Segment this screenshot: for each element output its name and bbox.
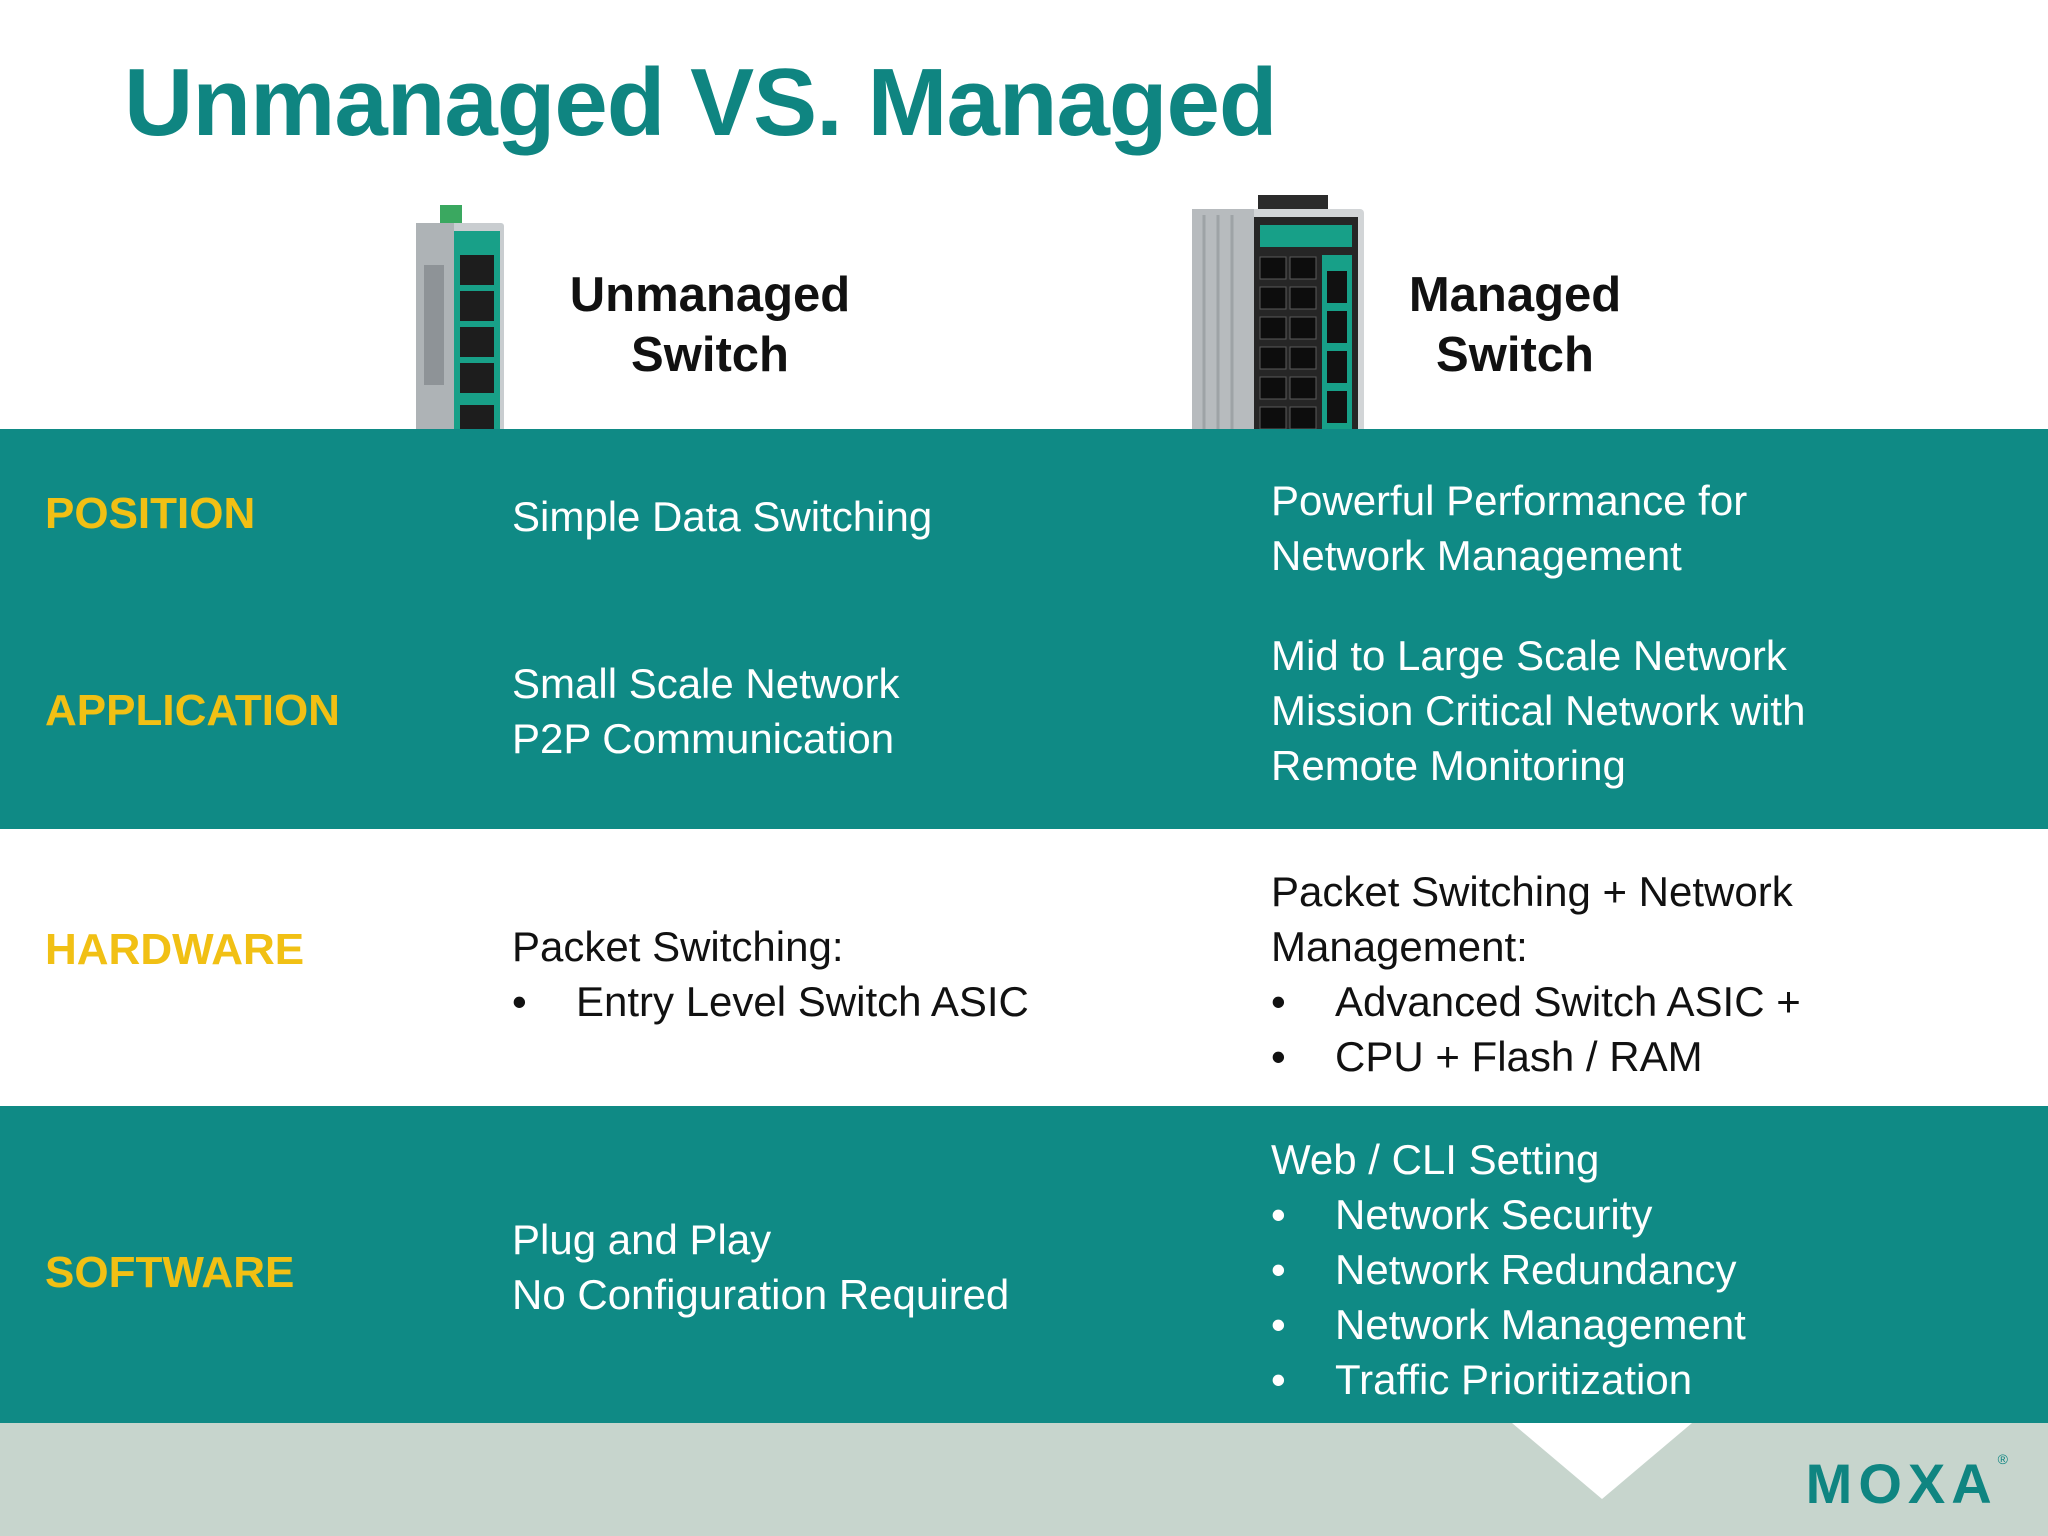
- software-managed-cell: Web / CLI Setting Network Security Netwo…: [1271, 1132, 1746, 1407]
- software-managed-bullet: Network Security: [1271, 1187, 1746, 1242]
- column-header-unmanaged: Unmanaged Switch: [555, 266, 865, 386]
- footer-bar: MOXA®: [0, 1423, 2048, 1536]
- row-label-software: SOFTWARE: [45, 1248, 295, 1297]
- row-label-position: POSITION: [45, 489, 256, 538]
- position-managed-cell: Powerful Performance for Network Managem…: [1271, 473, 1747, 583]
- application-managed-line: Mid to Large Scale Network: [1271, 632, 1787, 679]
- managed-switch-image: [1192, 195, 1364, 441]
- moxa-logo-text: MOXA: [1805, 1452, 1998, 1515]
- hardware-managed-intro: Packet Switching + Network: [1271, 868, 1793, 915]
- column-header-managed-line2: Switch: [1436, 327, 1594, 382]
- application-unmanaged-cell: Small Scale Network P2P Communication: [512, 656, 899, 766]
- page-title: Unmanaged VS. Managed: [124, 49, 1278, 156]
- hardware-managed-bullet: Advanced Switch ASIC +: [1271, 974, 1801, 1029]
- application-managed-line: Remote Monitoring: [1271, 742, 1626, 789]
- column-header-unmanaged-line1: Unmanaged: [569, 268, 851, 322]
- position-unmanaged-line: Simple Data Switching: [512, 493, 933, 540]
- software-managed-bullet: Traffic Prioritization: [1271, 1352, 1746, 1407]
- software-managed-bullet: Network Redundancy: [1271, 1242, 1746, 1297]
- column-header-unmanaged-line2: Switch: [631, 327, 789, 382]
- position-unmanaged-cell: Simple Data Switching: [512, 489, 932, 544]
- position-managed-line: Network Management: [1271, 532, 1682, 579]
- hardware-unmanaged-bullet: Entry Level Switch ASIC: [512, 974, 1029, 1029]
- position-managed-line: Powerful Performance for: [1271, 477, 1748, 524]
- hardware-unmanaged-cell: Packet Switching: Entry Level Switch ASI…: [512, 919, 1029, 1029]
- column-header-managed-line1: Managed: [1408, 268, 1622, 322]
- hardware-unmanaged-intro: Packet Switching:: [512, 923, 844, 970]
- row-band-position-application: POSITION Simple Data Switching Powerful …: [0, 429, 2048, 829]
- software-unmanaged-cell: Plug and Play No Configuration Required: [512, 1212, 1009, 1322]
- footer-chevron-shape: [1512, 1423, 1692, 1499]
- hardware-managed-cell: Packet Switching + Network Management: A…: [1271, 864, 1801, 1084]
- software-unmanaged-line: Plug and Play: [512, 1216, 772, 1263]
- software-managed-intro: Web / CLI Setting: [1271, 1136, 1600, 1183]
- row-label-application: APPLICATION: [45, 686, 340, 735]
- application-unmanaged-line: Small Scale Network: [512, 660, 900, 707]
- row-band-software: SOFTWARE Plug and Play No Configuration …: [0, 1106, 2048, 1423]
- software-unmanaged-line: No Configuration Required: [512, 1271, 1010, 1318]
- hardware-managed-bullet: CPU + Flash / RAM: [1271, 1029, 1801, 1084]
- hardware-managed-intro: Management:: [1271, 923, 1528, 970]
- column-header-managed: Managed Switch: [1375, 266, 1655, 386]
- application-managed-line: Mission Critical Network with: [1271, 687, 1806, 734]
- moxa-logo-registered: ®: [1997, 1451, 2008, 1467]
- moxa-logo: MOXA®: [1806, 1451, 2008, 1516]
- row-label-hardware: HARDWARE: [45, 925, 305, 974]
- unmanaged-switch-image: [416, 205, 504, 445]
- application-managed-cell: Mid to Large Scale Network Mission Criti…: [1271, 628, 1805, 793]
- software-managed-bullet: Network Management: [1271, 1297, 1746, 1352]
- row-band-hardware: HARDWARE Packet Switching: Entry Level S…: [0, 829, 2048, 1106]
- application-unmanaged-line: P2P Communication: [512, 715, 895, 762]
